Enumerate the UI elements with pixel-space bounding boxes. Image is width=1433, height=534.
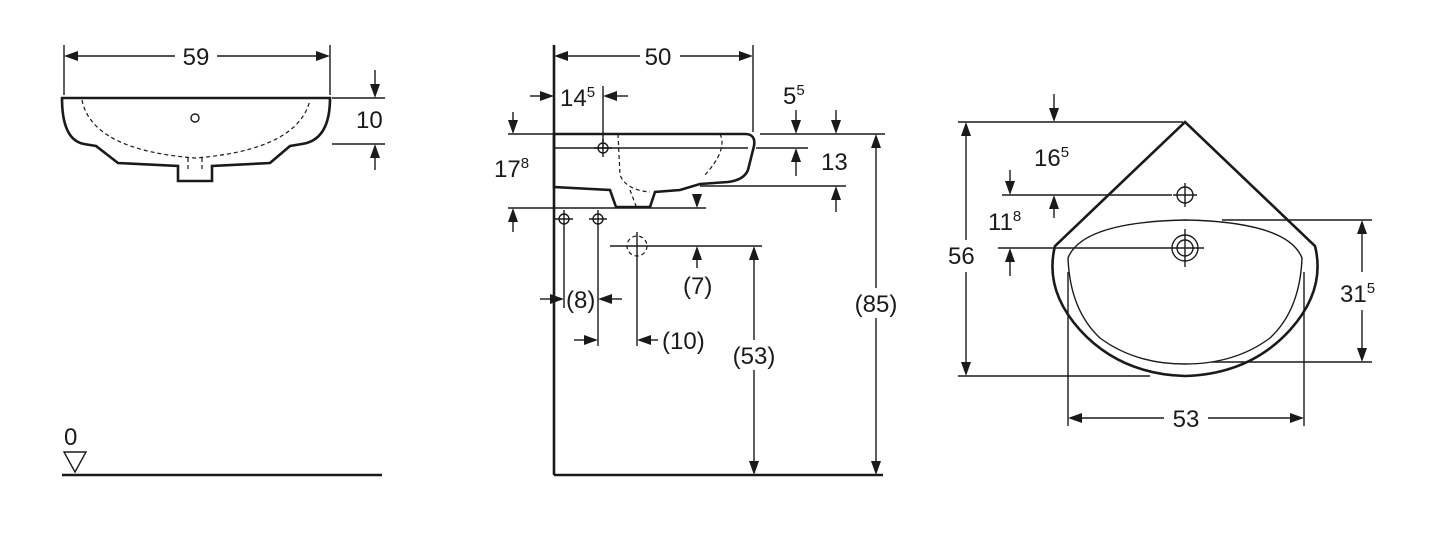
side-view: 50 145 55 13 <box>494 44 902 477</box>
total-height-label: (85) <box>855 291 898 318</box>
rim-drop-label: 13 <box>821 149 848 176</box>
tap-hole-depth-label: 165 <box>1034 144 1069 172</box>
plan-view: 56 165 118 315 53 <box>948 94 1375 433</box>
bowl-height-label: 178 <box>494 155 529 183</box>
outlet-cross-icon <box>555 210 573 228</box>
overflow-offset-label: 118 <box>988 208 1021 236</box>
outlet-spacing-a-label: (8) <box>566 287 595 314</box>
side-basin-outline <box>552 132 756 209</box>
front-height-label: 10 <box>356 107 383 134</box>
tap-hole-icon <box>190 113 200 123</box>
top-offset-label: 55 <box>783 82 805 110</box>
plan-basin-outline <box>1051 120 1319 378</box>
side-depth-label: 50 <box>645 44 672 71</box>
drain-above-outlet-label: (7) <box>683 273 712 300</box>
tap-cross-icon <box>594 139 612 157</box>
floor-level-label: 0 <box>64 424 77 451</box>
front-view: 59 10 0 <box>60 44 385 477</box>
tap-offset-label: 145 <box>560 84 595 112</box>
plan-depth-label: 56 <box>948 243 975 270</box>
bowl-depth-label: 315 <box>1340 280 1375 308</box>
floor-level-icon <box>62 451 88 474</box>
outlet-spacing-b-label: (10) <box>662 328 705 355</box>
front-basin-outline <box>60 96 332 183</box>
plan-bowl-inner <box>1067 219 1303 365</box>
front-width-label: 59 <box>183 44 210 71</box>
bowl-width-label: 53 <box>1173 406 1200 433</box>
outlet-cross-icon <box>589 210 607 228</box>
outlet-height-label: (53) <box>733 343 776 370</box>
